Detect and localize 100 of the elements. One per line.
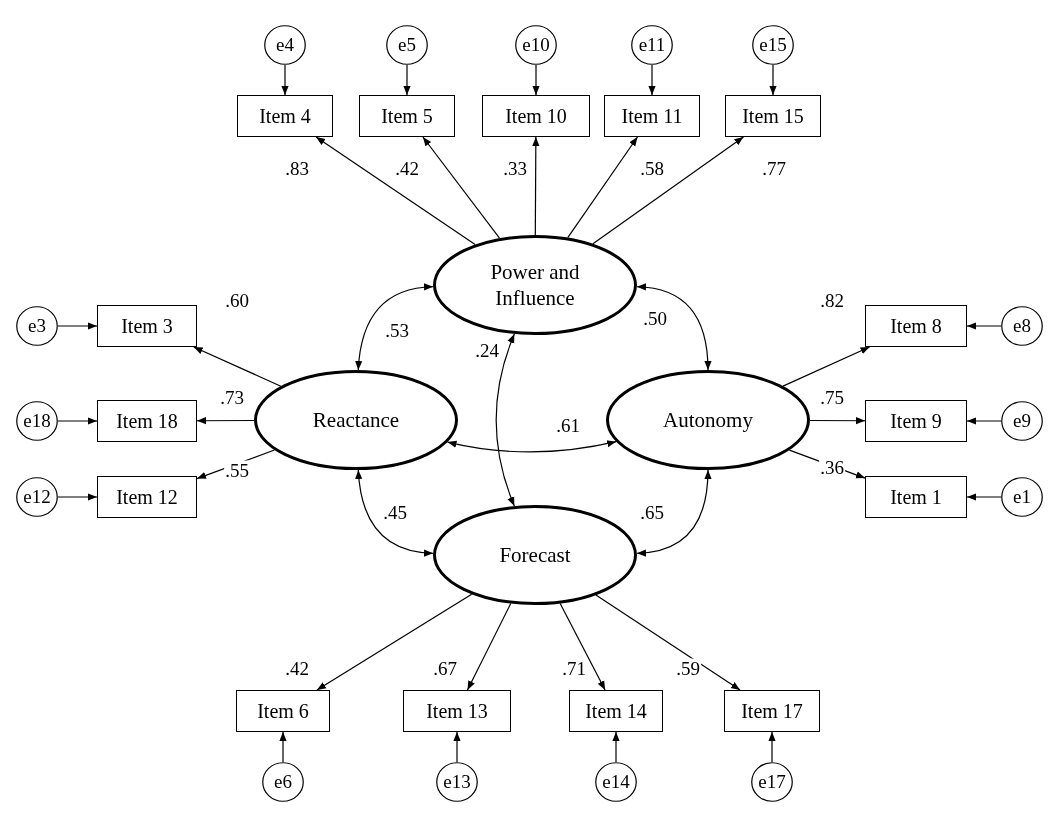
- item-box: [865, 400, 967, 442]
- arrow: [57, 493, 98, 501]
- item-box: [725, 95, 821, 137]
- error-circle: [751, 762, 793, 802]
- edge-label: .36: [819, 457, 845, 477]
- node-label: e10: [522, 33, 550, 57]
- item-box: [604, 95, 700, 137]
- arrow: [966, 417, 1002, 425]
- node-label: Item 3: [121, 313, 173, 339]
- node-label: Item 17: [741, 698, 803, 724]
- arrow: [279, 731, 287, 763]
- arrow: [782, 346, 871, 387]
- arrow: [57, 322, 98, 330]
- covariance-arrow: [495, 333, 515, 507]
- item-box: [865, 305, 967, 347]
- error-circle: [16, 477, 58, 517]
- error-circle: [1001, 401, 1043, 441]
- arrow: [57, 417, 98, 425]
- item-box: [569, 690, 663, 732]
- node-label: e1: [1013, 485, 1031, 509]
- latent-ellipse: [433, 505, 637, 605]
- node-label: Item 6: [257, 698, 309, 724]
- item-box: [97, 400, 197, 442]
- error-circle: [515, 25, 557, 65]
- arrow: [316, 593, 473, 691]
- node-label: Reactance: [312, 406, 400, 434]
- node-label: e17: [758, 770, 786, 794]
- node-label: e5: [398, 33, 416, 57]
- arrow: [966, 322, 1002, 330]
- arrow: [403, 64, 411, 96]
- node-label: Item 9: [890, 408, 942, 434]
- node-label: e4: [276, 33, 294, 57]
- arrow: [422, 136, 501, 239]
- node-label: e18: [23, 409, 51, 433]
- arrow: [595, 594, 741, 691]
- covariance-arrow: [355, 283, 434, 371]
- arrow: [196, 417, 255, 425]
- arrow: [612, 731, 620, 763]
- node-label: Item 5: [381, 103, 433, 129]
- item-box: [237, 95, 333, 137]
- item-box: [359, 95, 455, 137]
- covariance-arrow: [446, 440, 617, 453]
- arrow: [567, 136, 639, 239]
- arrow: [966, 493, 1002, 501]
- node-label: e3: [28, 314, 46, 338]
- error-circle: [262, 762, 304, 802]
- edge-label: .55: [224, 460, 250, 480]
- node-label: e8: [1013, 314, 1031, 338]
- error-circle: [1001, 306, 1043, 346]
- node-label: Power and Influence: [489, 258, 581, 312]
- node-label: e12: [23, 485, 51, 509]
- node-label: Item 18: [116, 408, 178, 434]
- item-box: [403, 690, 511, 732]
- error-circle: [631, 25, 673, 65]
- arrow: [281, 64, 289, 96]
- node-label: Forecast: [499, 541, 571, 569]
- arrow: [532, 64, 540, 96]
- arrow: [559, 602, 606, 691]
- error-circle: [16, 306, 58, 346]
- error-circle: [16, 401, 58, 441]
- arrow: [193, 346, 282, 387]
- edge-label: .59: [675, 658, 701, 678]
- arrow: [315, 136, 476, 246]
- item-box: [97, 305, 197, 347]
- arrow: [768, 731, 776, 763]
- arrow: [592, 136, 745, 245]
- latent-ellipse: [606, 370, 810, 470]
- covariance-arrow: [636, 469, 712, 557]
- node-label: Item 14: [585, 698, 647, 724]
- node-label: e15: [759, 33, 787, 57]
- error-circle: [436, 762, 478, 802]
- node-label: Item 15: [742, 103, 804, 129]
- latent-ellipse: [254, 370, 458, 470]
- arrow: [532, 136, 540, 236]
- arrow: [769, 64, 777, 96]
- node-label: Item 8: [890, 313, 942, 339]
- error-circle: [1001, 477, 1043, 517]
- node-label: e6: [274, 770, 292, 794]
- error-circle: [752, 25, 794, 65]
- node-label: Item 10: [505, 103, 567, 129]
- item-box: [482, 95, 590, 137]
- arrow: [648, 64, 656, 96]
- item-box: [865, 476, 967, 518]
- node-label: Item 4: [259, 103, 311, 129]
- node-label: e13: [443, 770, 471, 794]
- error-circle: [386, 25, 428, 65]
- node-label: Item 12: [116, 484, 178, 510]
- node-label: e14: [602, 770, 630, 794]
- covariance-arrow: [355, 469, 434, 557]
- error-circle: [264, 25, 306, 65]
- arrow: [453, 731, 461, 763]
- item-box: [724, 690, 820, 732]
- node-label: Item 1: [890, 484, 942, 510]
- latent-ellipse: [433, 235, 637, 335]
- arrow: [809, 417, 866, 425]
- node-label: e11: [638, 33, 666, 57]
- node-label: Autonomy: [663, 406, 753, 434]
- error-circle: [595, 762, 637, 802]
- node-label: e9: [1013, 409, 1031, 433]
- node-label: Item 11: [621, 103, 683, 129]
